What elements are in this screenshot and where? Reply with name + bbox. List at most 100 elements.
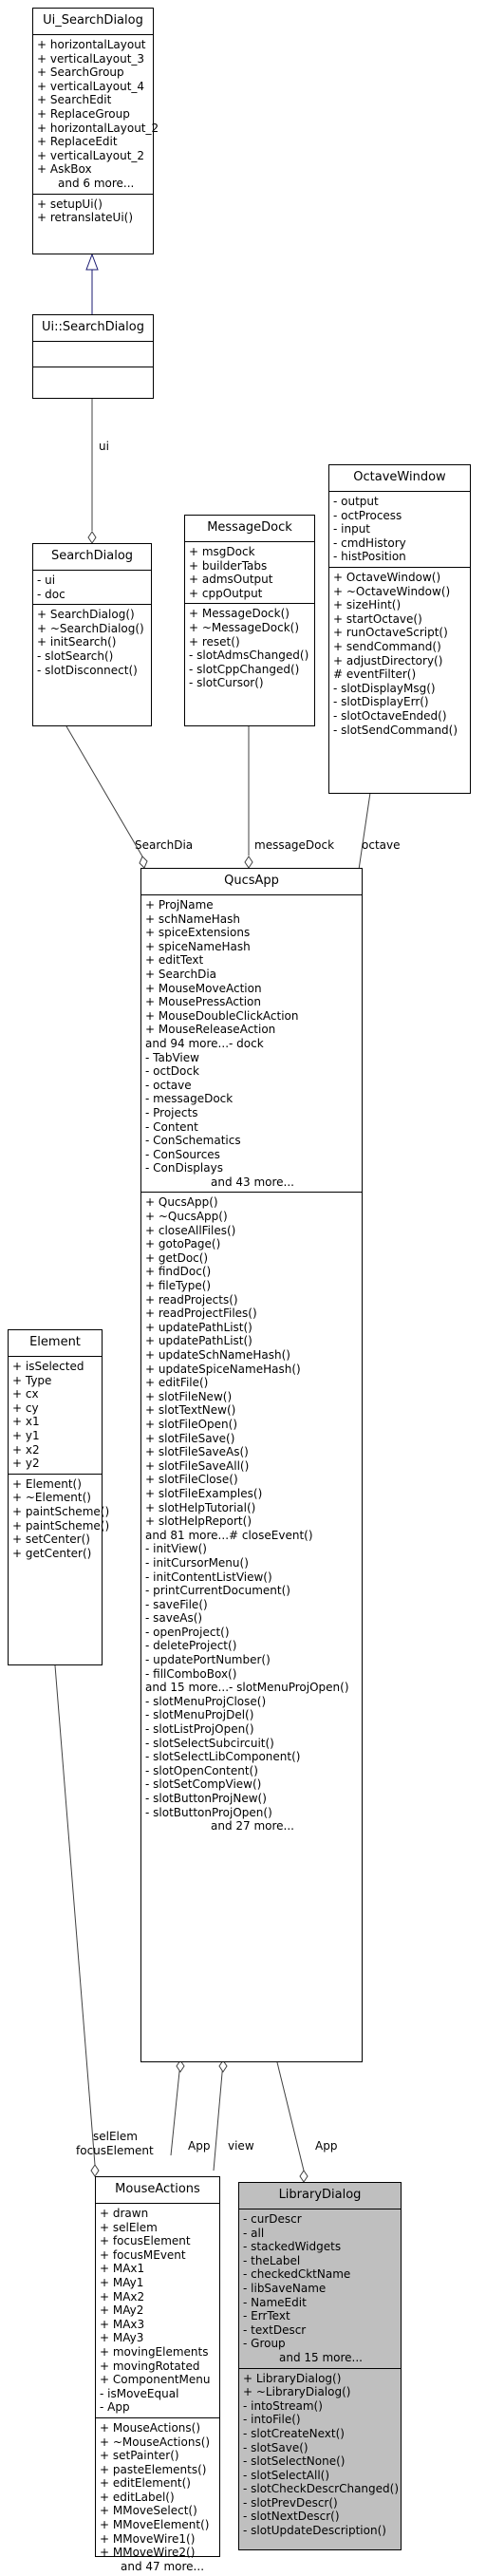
method: + slotFileSaveAll() [145,1458,250,1473]
method: - initView() [145,1542,207,1556]
method: - slotSetCompView() [145,1777,262,1792]
method: + sizeHint() [333,598,402,612]
method: + ~SearchDialog() [37,621,144,635]
method: + OctaveWindow() [333,570,441,584]
attribute: - checkedCktName [243,2267,351,2282]
edge-label-app-librarydialog: App [315,2139,338,2153]
attribute: + spiceExtensions [145,926,251,940]
method: + fileType() [145,1279,212,1293]
method: + MouseActions() [100,2420,201,2435]
method: + ~OctaveWindow() [333,584,451,598]
attribute: + editText [145,953,204,968]
method: + adjustDirectory() [333,653,443,668]
attributes-section: + isSelected + Type + cx + cy + x1 + y1 … [9,1357,102,1475]
more-attributes: and 15 more... [278,2350,363,2364]
edge-app-mouseactions [170,2061,181,2156]
method: - slotButtonProjOpen() [145,1805,272,1819]
methods-section: + LibraryDialog() + ~LibraryDialog() - i… [239,2369,401,2541]
class-name: Ui_SearchDialog [33,9,153,35]
method: + setPainter() [100,2449,179,2463]
attribute: - curDescr [243,2212,302,2226]
attribute: + SearchEdit [37,93,112,107]
method: + slotFileNew() [145,1389,233,1403]
class-octavewindow: OctaveWindow - output - octProcess - inp… [328,464,471,794]
attribute: - octProcess [333,508,402,522]
edge-selelem [54,1664,96,2166]
methods-section: + SearchDialog() + ~SearchDialog() + ini… [33,605,151,680]
attribute: + drawn [100,2207,149,2220]
attribute: + selElem [100,2220,158,2234]
edge-label-ui: ui [99,440,109,453]
class-ui-searchdialog: Ui_SearchDialog + horizontalLayout + ver… [32,8,159,254]
attribute: - ErrText [243,2309,290,2323]
attribute: + MouseReleaseAction [145,1023,276,1037]
method: + sendCommand() [333,639,441,653]
attribute: + Type [12,1373,52,1387]
method: - deleteProject() [145,1639,237,1653]
method: - slotListProjOpen() [145,1722,254,1737]
method: - slotCppChanged() [189,662,300,676]
method: - slotPrevDescr() [243,2495,338,2510]
class-qucsapp: QucsApp + ProjName + schNameHash + spice… [140,868,363,2062]
edge-label-messagedock: messageDock [254,838,335,852]
attribute: + MousePressAction [145,995,261,1009]
attribute: + cx [12,1387,39,1401]
attribute: + verticalLayout_2 [37,148,145,162]
attribute: + horizontalLayout [37,38,146,51]
method: - slotSendCommand() [333,723,458,737]
attribute: - libSaveName [243,2281,327,2295]
method: - slotSearch() [37,649,114,663]
method: + MMoveSelect() [100,2504,197,2518]
edge-label-app-mouseactions: App [188,2139,211,2153]
method: + reset() [189,634,240,649]
attributes-section: + ProjName + schNameHash + spiceExtensio… [141,895,362,1194]
method: + retranslateUi() [37,211,134,225]
method: - printCurrentDocument() [145,1584,290,1598]
method: + initSearch() [37,635,117,649]
attribute: - Content [145,1119,198,1134]
method: + slotHelpTutorial() [145,1500,256,1514]
attribute: - ConSources [145,1147,220,1161]
method: + closeAllFiles() [145,1223,236,1237]
attribute: + builderTabs [189,558,268,573]
attribute: + msgDock [189,545,255,558]
attribute: + MAx2 [100,2289,145,2303]
attribute: - stackedWidgets [243,2240,342,2254]
method: + getCenter() [12,1546,92,1560]
method: - openProject() [145,1625,230,1639]
method: + SearchDialog() [37,608,135,622]
attribute: + x2 [12,1442,40,1457]
diamond-messagedock [244,856,253,869]
class-name: Ui::SearchDialog [33,315,153,342]
method: - slotCreateNext() [243,2426,345,2440]
attribute: - TabView [145,1050,199,1064]
class-name: SearchDialog [33,544,151,571]
attribute: + isSelected [12,1360,84,1373]
attributes-section: - output - octProcess - input - cmdHisto… [329,492,470,568]
method: - slotSelectLibComponent() [145,1750,301,1764]
method: - intoFile() [243,2413,301,2427]
method: + readProjects() [145,1292,238,1307]
attribute: - cmdHistory [333,536,406,550]
more-attributes: and 6 more... [58,176,135,190]
method: + slotFileExamples() [145,1486,263,1500]
method: + editElement() [100,2476,191,2491]
attributes-section: + msgDock + builderTabs + admsOutput + c… [185,542,314,605]
method: + ~MessageDock() [189,620,300,634]
class-ui-ns-searchdialog: Ui::SearchDialog [32,314,154,399]
method: + getDoc() [145,1250,209,1265]
attribute: - messageDock [145,1092,234,1106]
method: - slotAdmsChanged() [189,649,309,663]
attribute: + schNameHash [145,912,240,926]
method: + runOctaveScript() [333,626,448,640]
edge-label-focuselement: focusElement [76,2144,154,2157]
attribute: + cy [12,1401,39,1415]
attribute: - ConDisplays [145,1161,223,1175]
methods-section: + Element() + ~Element() + paintScheme()… [9,1475,109,1564]
more-attributes: and 43 more... [210,1175,294,1189]
method: + updatePathList() [145,1334,252,1348]
method: + updateSchNameHash() [145,1348,290,1362]
method: + slotFileSave() [145,1431,235,1445]
method: - slotSave() [243,2440,308,2454]
class-messagedock: MessageDock + msgDock + builderTabs + ad… [184,515,315,726]
